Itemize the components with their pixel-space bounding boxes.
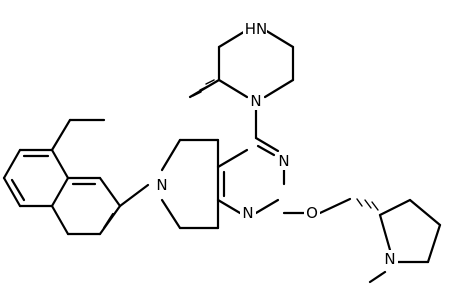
atom-label-N5: N (384, 250, 395, 268)
bond (118, 183, 150, 208)
atom-label-background (248, 92, 264, 110)
atom-N3: N (240, 204, 256, 222)
atom-N5: N (382, 250, 398, 268)
atom-label-N2: N (278, 152, 289, 170)
hash-bond-segment (205, 79, 215, 85)
atom-label-O: O (306, 204, 318, 222)
wedge-piperazine (192, 79, 215, 97)
atom-N1: N (248, 92, 264, 110)
bond (50, 204, 70, 236)
atom-O: O (304, 204, 320, 222)
bond (2, 148, 22, 180)
bond (216, 198, 242, 215)
bond (50, 118, 72, 152)
bond (98, 176, 122, 208)
bond (160, 138, 182, 172)
atom-label-background (243, 20, 267, 38)
hash-bond-segment (192, 91, 202, 97)
bond (318, 197, 352, 215)
bond (263, 28, 295, 49)
bond (50, 148, 70, 180)
bond (50, 176, 70, 208)
bond (254, 198, 280, 215)
atom-label-background (276, 152, 292, 170)
bond (160, 198, 182, 230)
atom-labels: HN N N N N N O (154, 20, 398, 268)
bond (263, 78, 295, 99)
bond (216, 148, 249, 169)
atom-label-HN: HN (245, 20, 268, 38)
bond (368, 270, 387, 284)
hash-bond-segment (364, 199, 372, 209)
bond (408, 198, 442, 227)
hash-bond-segment (371, 201, 379, 211)
bond (2, 176, 22, 208)
bond (254, 136, 280, 153)
bond (378, 198, 412, 217)
atom-label-N1: N (250, 92, 261, 110)
bond (378, 213, 392, 252)
bond (217, 28, 249, 49)
bond (102, 212, 115, 230)
bond (10, 178, 26, 202)
bond (217, 78, 249, 99)
atom-label-background (154, 176, 170, 194)
atom-label-background (240, 204, 256, 222)
hash-bond-segment (356, 198, 363, 207)
atom-label-background (304, 204, 320, 222)
wedge-pyrrolidine (356, 198, 379, 211)
atom-label-background (382, 250, 398, 268)
atom-label-N4: N (156, 176, 167, 194)
skeleton (2, 28, 442, 284)
atom-HN: HN (243, 20, 267, 38)
bond (426, 223, 442, 264)
bond (256, 144, 276, 157)
hash-bond-segment (199, 85, 209, 91)
atom-N4: N (154, 176, 170, 194)
atom-label-N3: N (242, 204, 253, 222)
atom-N2: N (276, 152, 292, 170)
